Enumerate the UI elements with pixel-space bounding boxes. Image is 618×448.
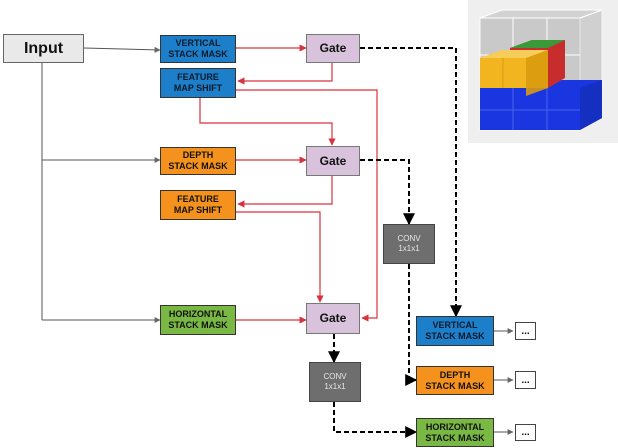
- edge-conv1-dout: [405, 264, 418, 386]
- out-horizontal-line2: STACK MASK: [425, 432, 485, 443]
- gate-2-label: Gate: [319, 153, 347, 168]
- depth-mask-line2: STACK MASK: [168, 161, 228, 171]
- edge-shift1-gate2: [199, 98, 336, 146]
- edge-shift1-gate3: [236, 89, 378, 322]
- output-horizontal-stack-mask: HORIZONTAL STACK MASK: [416, 418, 494, 447]
- gate-3-label: Gate: [319, 311, 347, 325]
- depth-mask-line1: DEPTH: [182, 150, 214, 160]
- shift2-line1: FEATURE: [177, 194, 219, 204]
- ellipsis-connections: [494, 328, 514, 435]
- conv1-line1: CONV: [397, 234, 421, 243]
- out-vertical-line2: STACK MASK: [425, 331, 485, 341]
- shift2-line2: MAP SHIFT: [173, 205, 223, 215]
- ellipsis-horizontal: ...: [521, 427, 530, 438]
- conv2-line2: 1x1x1: [324, 382, 346, 391]
- edge-gate1-vout: [360, 47, 462, 318]
- vertical-mask-line2: STACK MASK: [168, 49, 228, 59]
- ellipsis-box-vertical: ...: [515, 322, 536, 340]
- feature-map-shift-2: FEATURE MAP SHIFT: [160, 190, 236, 220]
- out-horizontal-line1: HORIZONTAL: [425, 421, 485, 432]
- cube-illustration: [468, 0, 618, 143]
- out-depth-line2: STACK MASK: [425, 380, 485, 391]
- horizontal-stack-mask: HORIZONTAL STACK MASK: [160, 305, 236, 335]
- ellipsis-vertical: ...: [521, 325, 530, 337]
- edge-gate2-shift2: [237, 176, 333, 208]
- depth-stack-mask: DEPTH STACK MASK: [160, 147, 236, 175]
- gate-3: Gate: [306, 303, 360, 334]
- conv1-line2: 1x1x1: [398, 244, 420, 253]
- shift1-line1: FEATURE: [177, 72, 219, 82]
- edge-input-vertical: [83, 46, 161, 53]
- dashed-connections: [328, 47, 462, 438]
- horizontal-mask-line2: STACK MASK: [168, 320, 228, 330]
- shift1-line2: MAP SHIFT: [173, 83, 223, 93]
- ellipsis-depth: ...: [521, 374, 530, 386]
- red-connections: [199, 44, 378, 324]
- edge-gate2-conv1: [360, 159, 415, 226]
- horizontal-mask-line1: HORIZONTAL: [168, 309, 228, 319]
- ellipsis-box-depth: ...: [515, 371, 536, 389]
- output-depth-stack-mask: DEPTH STACK MASK: [416, 366, 494, 395]
- conv-1x1x1-depth: CONV 1x1x1: [383, 224, 435, 264]
- input-label: Input: [23, 40, 64, 57]
- edge-shift2-gate3: [236, 211, 324, 303]
- gate-1: Gate: [306, 34, 360, 63]
- ellipsis-box-horizontal: ...: [515, 424, 536, 441]
- edge-gate1-shift1: [237, 63, 333, 85]
- gate-2: Gate: [306, 146, 360, 176]
- input-node: Input: [3, 34, 84, 63]
- conv2-line1: CONV: [323, 372, 347, 381]
- vertical-mask-line1: VERTICAL: [175, 38, 221, 48]
- output-vertical-stack-mask: VERTICAL STACK MASK: [416, 316, 494, 346]
- conv-1x1x1-horizontal: CONV 1x1x1: [309, 362, 361, 402]
- input-connections: [41, 46, 161, 323]
- vertical-stack-mask: VERTICAL STACK MASK: [160, 35, 236, 63]
- edge-conv2-hout: [333, 402, 418, 438]
- feature-map-shift-1: FEATURE MAP SHIFT: [160, 68, 236, 98]
- out-depth-line1: DEPTH: [439, 369, 471, 380]
- gate-1-label: Gate: [319, 41, 347, 55]
- out-vertical-line1: VERTICAL: [432, 320, 478, 330]
